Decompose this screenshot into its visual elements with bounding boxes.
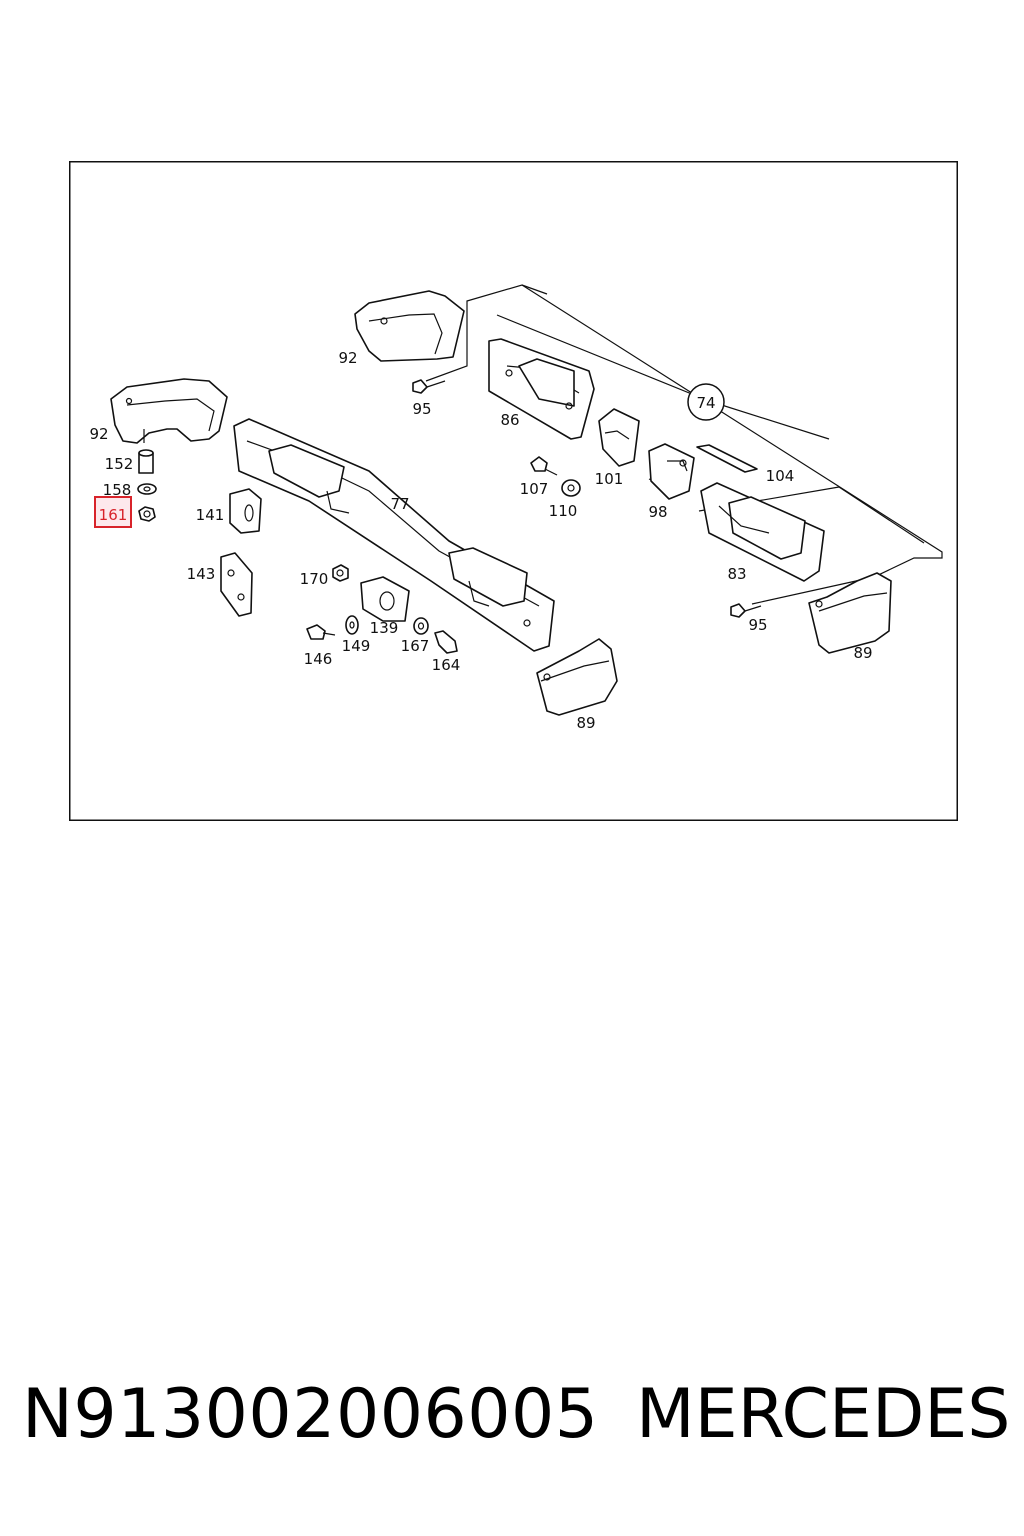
callout-74: 74 [696,394,715,412]
end-cap-right-89 [808,572,892,654]
bracket-143 [220,552,253,617]
nut-170 [332,564,349,582]
bracket-141 [229,488,262,534]
callout-92-left: 92 [89,425,108,443]
screw-95-lower [730,603,762,618]
callout-86: 86 [500,411,519,429]
callout-158: 158 [103,481,132,499]
callout-95-lower: 95 [748,616,767,634]
callout-83: 83 [727,565,746,583]
strip-104 [696,444,758,473]
callout-89-lower: 89 [576,714,595,732]
end-cap-lower-89 [536,638,618,716]
callout-107: 107 [520,480,549,498]
washer-167 [413,617,429,635]
bracket-83 [700,482,825,582]
callout-146: 146 [304,650,333,668]
callout-139: 139 [370,619,399,637]
part-number: N913002006005 [22,1375,599,1454]
callout-101: 101 [595,470,624,488]
washer-110 [561,479,581,497]
callout-143: 143 [187,565,216,583]
bracket-98 [648,443,695,500]
callout-141: 141 [196,506,225,524]
callout-167: 167 [401,637,430,655]
callout-77: 77 [390,495,409,513]
parts-diagram: 92 92 95 86 74 77 101 104 107 110 98 83 … [69,161,958,821]
callout-labels: 92 92 95 86 74 77 101 104 107 110 98 83 … [89,349,872,732]
washer-149 [345,615,359,635]
callout-98: 98 [648,503,667,521]
washer-158 [137,483,157,495]
callout-152: 152 [105,455,134,473]
spacer-101 [598,408,640,467]
bumper-carrier-77 [233,418,555,652]
bracket-86 [488,338,595,440]
diagram-border [69,161,958,821]
bolt-164 [434,630,458,654]
callout-110: 110 [549,502,578,520]
callout-161: 161 [99,506,128,524]
bolt-107 [530,456,558,476]
callout-89-right: 89 [853,644,872,662]
end-cap-upper-92 [354,290,465,362]
bushing-152 [138,449,154,474]
end-cap-left-92 [110,378,228,444]
screw-95-upper [412,379,446,394]
brand-name: MERCEDES [636,1375,1011,1454]
bolt-146 [306,624,336,640]
callout-92-upper: 92 [338,349,357,367]
plate-139 [360,576,410,622]
highlight-box-161 [94,496,132,528]
callout-104: 104 [766,467,795,485]
callout-170: 170 [300,570,329,588]
nut-161 [138,506,156,522]
callout-95-upper: 95 [412,400,431,418]
group-marker-74 [687,383,725,421]
callout-149: 149 [342,637,371,655]
callout-164: 164 [432,656,461,674]
